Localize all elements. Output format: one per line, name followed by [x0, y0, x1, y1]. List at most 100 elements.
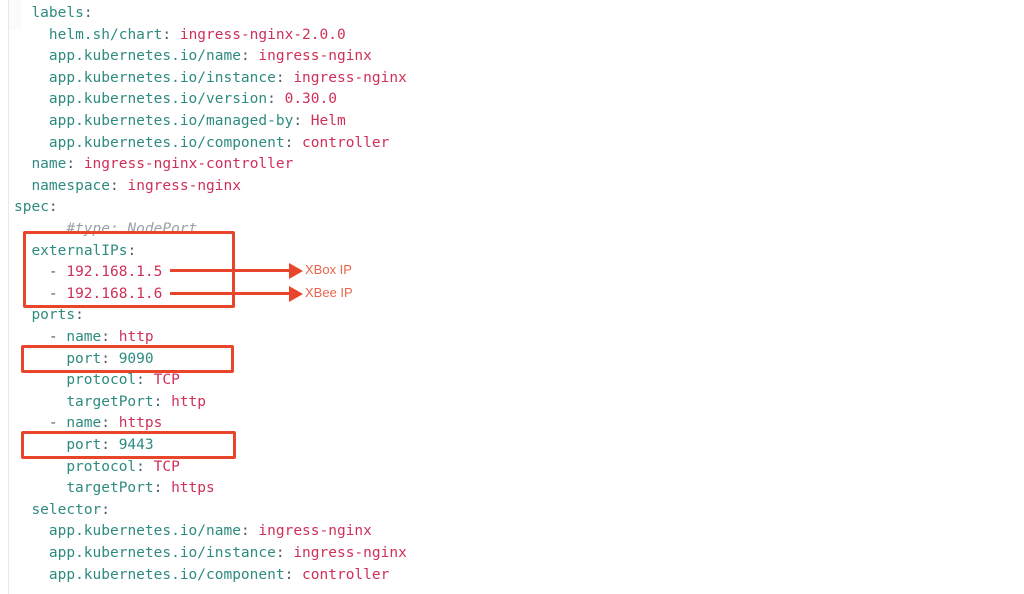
yaml-colon: :	[66, 156, 76, 173]
yaml-value: https	[118, 415, 163, 432]
yaml-key: targetPort	[66, 480, 154, 497]
left-gutter-rule	[8, 0, 9, 594]
yaml-value: TCP	[153, 458, 180, 475]
yaml-key: app.kubernetes.io/component	[48, 134, 285, 151]
yaml-colon: :	[275, 69, 285, 86]
yaml-key: app.kubernetes.io/name	[48, 523, 241, 540]
yaml-key: name	[66, 415, 102, 432]
code-line: app.kubernetes.io/managed-by: Helm	[49, 111, 346, 133]
yaml-key: app.kubernetes.io/version	[48, 91, 268, 108]
yaml-colon: :	[136, 458, 145, 475]
yaml-key: port	[66, 350, 102, 367]
yaml-colon: :	[240, 48, 250, 65]
code-line: port: 9443	[66, 435, 153, 457]
yaml-key: targetPort	[66, 393, 154, 410]
code-line: name: ingress-nginx-controller	[31, 154, 293, 176]
yaml-value: ingress-nginx	[127, 177, 241, 194]
yaml-value: https	[171, 480, 215, 497]
yaml-colon: :	[293, 113, 303, 129]
code-line: #type: NodePort	[66, 219, 197, 241]
yaml-colon: :	[101, 437, 110, 453]
code-line: ports:	[31, 305, 83, 327]
code-line: - name: http	[49, 327, 154, 349]
yaml-colon: :	[267, 91, 276, 108]
code-line: helm.sh/chart: ingress-nginx-2.0.0	[49, 25, 346, 47]
xbee-ip-arrow-line	[170, 292, 289, 295]
yaml-space	[110, 437, 119, 453]
yaml-colon: :	[162, 26, 172, 43]
yaml-colon: :	[153, 393, 163, 410]
yaml-value: 192.168.1.5	[66, 264, 163, 281]
yaml-comment: #type: NodePort	[66, 221, 198, 237]
yaml-key: app.kubernetes.io/component	[48, 566, 285, 583]
yaml-value: TCP	[153, 372, 180, 389]
yaml-colon: :	[284, 566, 294, 583]
yaml-space	[162, 480, 171, 496]
yaml-space	[145, 459, 154, 475]
code-line: app.kubernetes.io/component: controller	[49, 565, 389, 587]
yaml-value: ingress-nginx	[258, 48, 372, 65]
yaml-key: protocol	[66, 458, 137, 475]
yaml-key: app.kubernetes.io/instance	[48, 545, 276, 561]
code-line: namespace: ingress-nginx	[31, 176, 241, 198]
yaml-space	[110, 351, 119, 367]
yaml-space	[302, 113, 311, 129]
yaml-key: helm.sh/chart	[48, 26, 163, 43]
xbee-ip-arrow-label: XBee IP	[305, 285, 353, 300]
code-line: - name: https	[49, 413, 163, 435]
xbox-ip-arrow-label: XBox IP	[305, 262, 352, 277]
yaml-colon: :	[240, 523, 250, 540]
xbox-ip-arrow-line	[170, 269, 289, 272]
yaml-key: labels	[31, 5, 84, 21]
yaml-key: port	[66, 437, 102, 453]
yaml-colon: :	[284, 134, 294, 151]
yaml-key: ports	[31, 307, 76, 324]
yaml-number-value: 9090	[118, 350, 154, 367]
yaml-key: name	[31, 156, 67, 173]
yaml-colon: :	[75, 307, 84, 324]
yaml-value: ingress-nginx	[258, 523, 372, 540]
code-line: protocol: TCP	[66, 370, 180, 392]
yaml-value: ingress-nginx-controller	[83, 156, 294, 173]
yaml-value: ingress-nginx	[293, 545, 407, 561]
yaml-value: http	[171, 393, 207, 410]
yaml-value: ingress-nginx	[293, 69, 407, 86]
yaml-space	[75, 156, 84, 172]
code-line: spec:	[14, 197, 58, 219]
yaml-key: app.kubernetes.io/instance	[48, 69, 276, 86]
yaml-value: controller	[302, 566, 390, 583]
yaml-list-dash: -	[48, 285, 67, 302]
yaml-colon: :	[83, 5, 93, 21]
yaml-key: selector	[31, 501, 102, 518]
yaml-space	[293, 135, 302, 151]
yaml-space	[276, 91, 285, 107]
yaml-number-value: 9443	[118, 437, 154, 453]
code-line: targetPort: https	[66, 478, 214, 500]
yaml-value: controller	[302, 134, 390, 151]
yaml-key: spec	[14, 199, 49, 216]
left-gutter-block	[9, 0, 21, 30]
code-line: app.kubernetes.io/name: ingress-nginx	[49, 46, 372, 68]
yaml-space	[145, 372, 154, 388]
yaml-space	[171, 27, 180, 43]
code-line: app.kubernetes.io/component: controller	[49, 133, 389, 155]
yaml-colon: :	[110, 177, 119, 194]
yaml-key: externalIPs	[31, 242, 128, 259]
code-line: port: 9090	[66, 349, 153, 371]
yaml-space	[162, 394, 171, 410]
xbox-ip-arrow-head	[289, 263, 303, 279]
yaml-value: Helm	[310, 113, 346, 129]
yaml-list-dash: -	[48, 329, 67, 345]
yaml-key: protocol	[66, 372, 137, 389]
code-line: protocol: TCP	[66, 457, 180, 479]
code-line: targetPort: http	[66, 392, 206, 414]
yaml-key: app.kubernetes.io/name	[48, 48, 241, 65]
yaml-value: ingress-nginx-2.0.0	[179, 26, 346, 43]
yaml-list-dash: -	[48, 264, 67, 281]
yaml-space	[293, 567, 302, 583]
yaml-colon: :	[127, 242, 137, 259]
yaml-colon: :	[136, 372, 145, 389]
xbee-ip-arrow-head	[289, 286, 303, 302]
code-line: selector:	[31, 500, 110, 522]
